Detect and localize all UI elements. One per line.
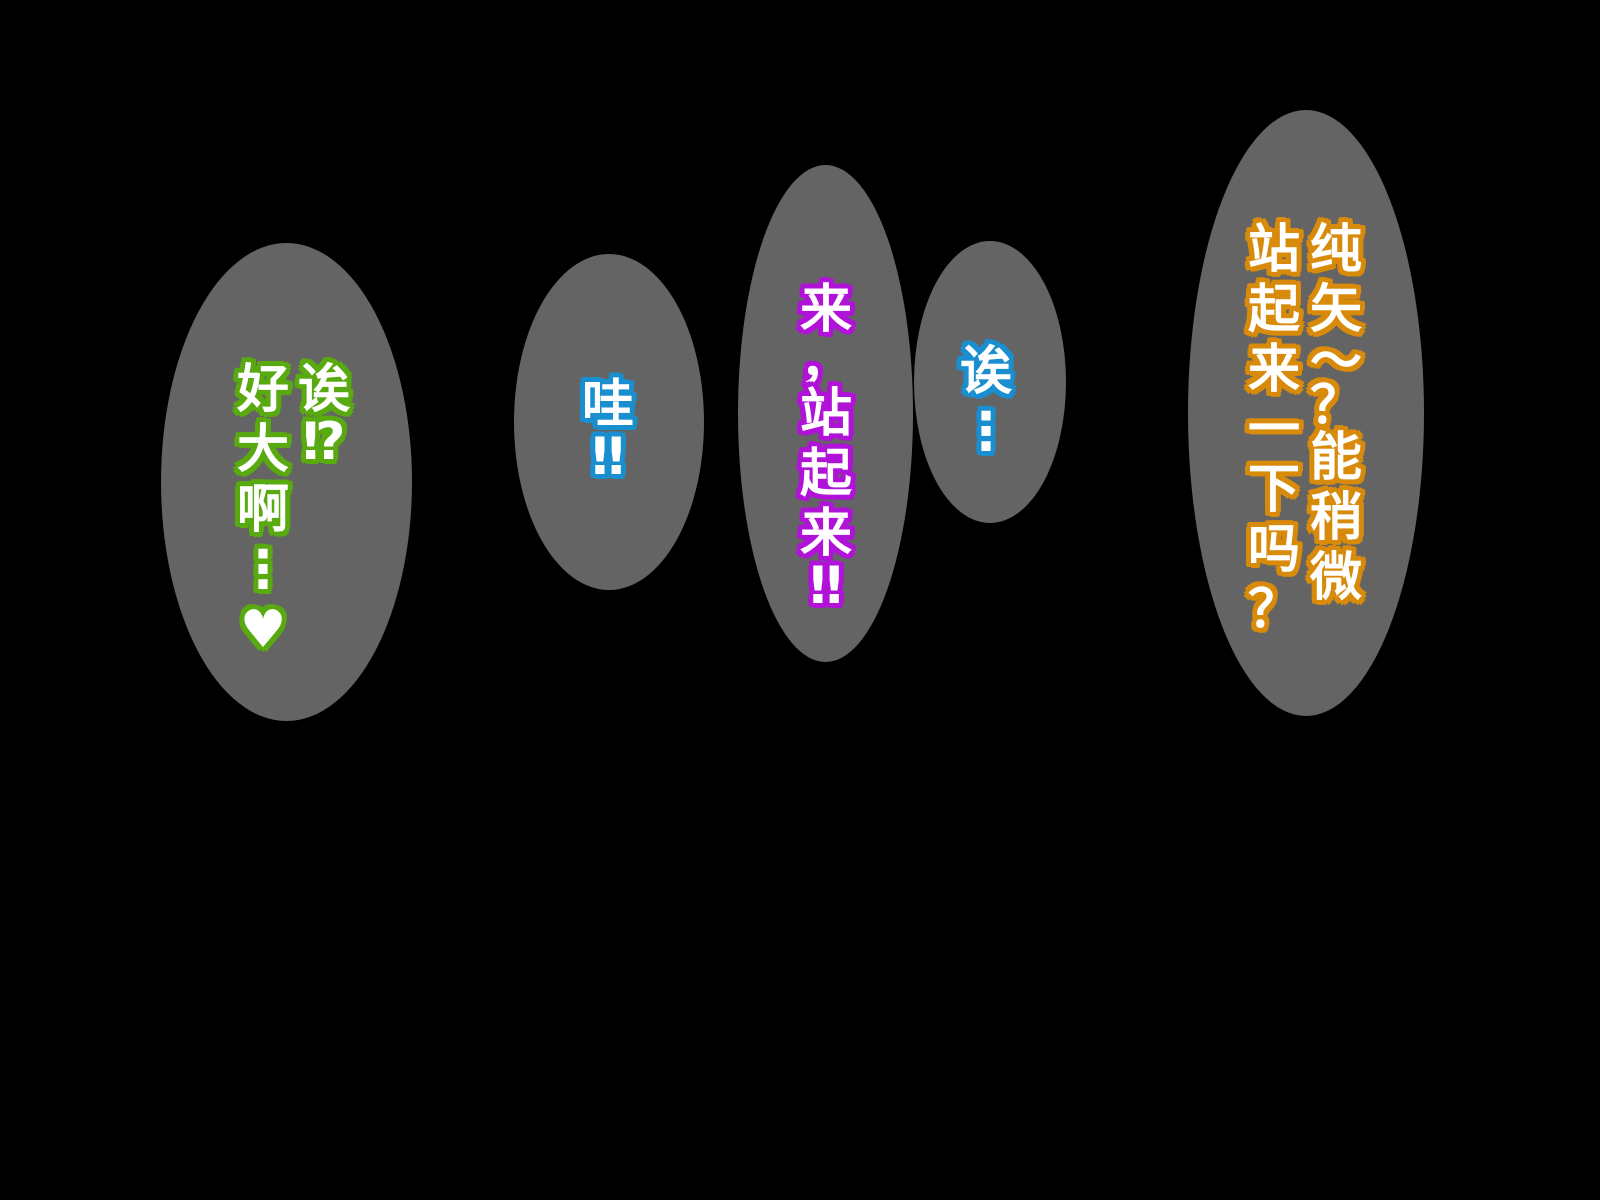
speech-bubble-5 — [1188, 110, 1424, 716]
bubble-5-char: 能 — [1309, 428, 1362, 488]
bubble-5-char: ～ — [1309, 332, 1362, 392]
bubble-4-char: 诶 — [959, 342, 1012, 402]
bubble-5-char: 微 — [1309, 548, 1362, 608]
bubble-5-char: 站 — [1247, 220, 1300, 280]
bubble-4-ellipsis: ⋮ — [960, 402, 1012, 462]
bubble-1-char: 啊 — [236, 480, 289, 540]
bubble-3-char: ‼ — [809, 556, 843, 616]
bubble-1-char: 大 — [236, 420, 289, 480]
bubble-5-char: 纯 — [1309, 220, 1362, 280]
bubble-2-char: ‼ — [591, 427, 625, 487]
bubble-5-column-right: 纯 矢 ～ ？ 能 稍 微 — [1306, 220, 1366, 608]
bubble-1-char: 好 — [236, 360, 289, 420]
bubble-3-char: 起 — [799, 444, 852, 504]
bubble-3-column: 来 ， 站 起 来 ‼ — [796, 280, 856, 616]
bubble-5-char: 下 — [1247, 460, 1300, 520]
bubble-1-char: ⁉ — [302, 412, 346, 472]
bubble-3-char: 来 — [799, 504, 852, 564]
bubble-5-char: 吗 — [1247, 520, 1300, 580]
bubble-5-char: 稍 — [1309, 488, 1362, 548]
speech-bubble-2 — [514, 254, 704, 590]
bubble-5-char: ？ — [1309, 376, 1362, 436]
speech-bubble-3 — [738, 165, 913, 662]
speech-bubble-1 — [161, 243, 412, 721]
speech-bubble-4 — [914, 241, 1066, 523]
bubble-5-char: 来 — [1247, 340, 1300, 400]
bubble-2-column: 哇 ‼ — [578, 375, 638, 487]
bubble-5-char: ？ — [1247, 580, 1300, 640]
bubble-5-char: 起 — [1247, 280, 1300, 340]
bubble-2-char: 哇 — [581, 375, 634, 435]
bubble-5-char: 一 — [1247, 400, 1300, 460]
bubble-5-char: 矢 — [1309, 280, 1362, 340]
bubble-1-column-left: 好 大 啊 ⋮ ♥ — [233, 360, 293, 660]
bubble-3-char: 来 — [799, 280, 852, 340]
bubble-4-column: 诶 ⋮ — [956, 342, 1016, 462]
bubble-1-char: 诶 — [297, 360, 350, 420]
heart-icon: ♥ — [239, 600, 287, 660]
bubble-3-char: ， — [799, 332, 852, 392]
bubble-1-column-right: 诶 ⁉ — [294, 360, 354, 472]
bubble-5-column-left: 站 起 来 一 下 吗 ？ — [1244, 220, 1304, 640]
bubble-1-ellipsis: ⋮ — [237, 540, 289, 600]
bubble-3-char: 站 — [799, 384, 852, 444]
